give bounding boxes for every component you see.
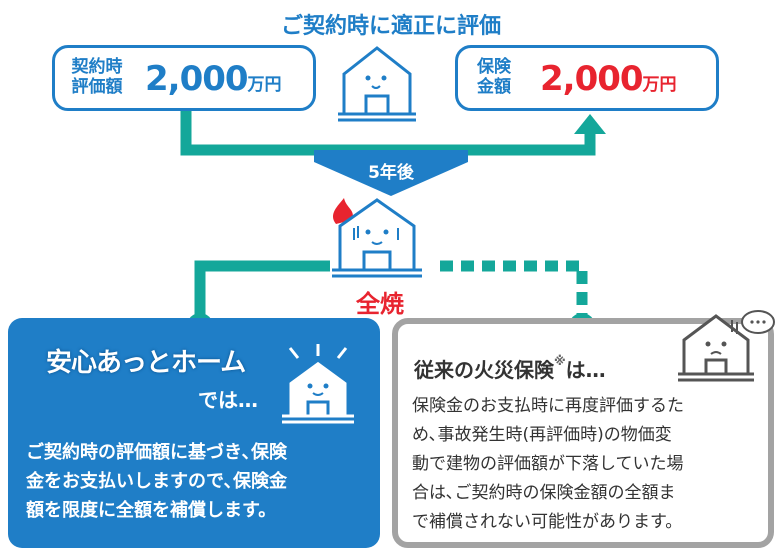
five-years-later-label: 5年後 [368, 163, 414, 183]
description-line: 金をお支払いしますので､保険金 [26, 471, 287, 492]
amount-value: 2,000 [540, 59, 644, 99]
brand-suffix: では… [198, 388, 258, 412]
contract-valuation-label: 契約時 評価額 [71, 57, 123, 97]
description-line: ご契約時の評価額に基づき､保険 [26, 442, 287, 463]
anshin-panel: 安心あっとホーム では… ご契約時の評価額に基づき､保険 金をお支払いしますので… [8, 318, 380, 548]
right-branch-dashed-line [440, 260, 588, 320]
label-line-1: 契約時 [71, 57, 123, 77]
description-line: で補償されない可能性があります。 [412, 512, 683, 532]
label-line-1: 保険 [477, 57, 511, 77]
worried-house-icon [678, 310, 775, 382]
brand-logo: 安心あっとホーム [46, 348, 246, 378]
description-line: 合は､ご契約時の保険金額の全額ま [412, 483, 676, 503]
description-line: 保険金のお支払時に再度評価するた [412, 396, 684, 416]
burning-house-icon [332, 198, 422, 278]
insured-amount-value: 2,000万円 [540, 62, 677, 96]
contract-valuation-box: 契約時 評価額 2,000万円 [52, 45, 316, 111]
conventional-description: 保険金のお支払時に再度評価するた め､事故発生時(再評価時)の物価変 動で建物の… [412, 392, 684, 537]
conventional-heading: 従来の火災保険※は… [414, 354, 606, 383]
up-arrowhead [574, 114, 606, 134]
down-arrow-shape [314, 150, 468, 196]
description-line: 動で建物の評価額が下落していた場 [412, 454, 684, 474]
label-line-2: 金額 [477, 77, 511, 97]
amount-unit: 万円 [247, 75, 282, 95]
insured-amount-label: 保険 金額 [474, 57, 514, 97]
description-line: め､事故発生時(再評価時)の物価変 [412, 425, 672, 445]
contract-valuation-amount: 2,000万円 [145, 62, 282, 96]
left-branch-line [194, 260, 330, 320]
footnote-mark: ※ [554, 354, 566, 368]
insured-amount-box: 保険 金額 2,000万円 [455, 45, 719, 111]
anshin-description: ご契約時の評価額に基づき､保険 金をお支払いしますので､保険金 額を限度に全額を… [26, 438, 287, 525]
amount-value: 2,000 [145, 59, 249, 99]
amount-unit: 万円 [642, 75, 677, 95]
description-line: 額を限度に全額を補償します。 [26, 500, 277, 521]
total-loss-label: 全焼 [356, 290, 404, 318]
house-icon [338, 46, 416, 122]
page-title: ご契約時に適正に評価 [280, 14, 501, 39]
label-line-2: 評価額 [71, 77, 123, 97]
happy-house-icon [282, 344, 354, 424]
heading-suffix: は… [565, 358, 606, 382]
heading-text: 従来の火災保険 [414, 358, 554, 382]
